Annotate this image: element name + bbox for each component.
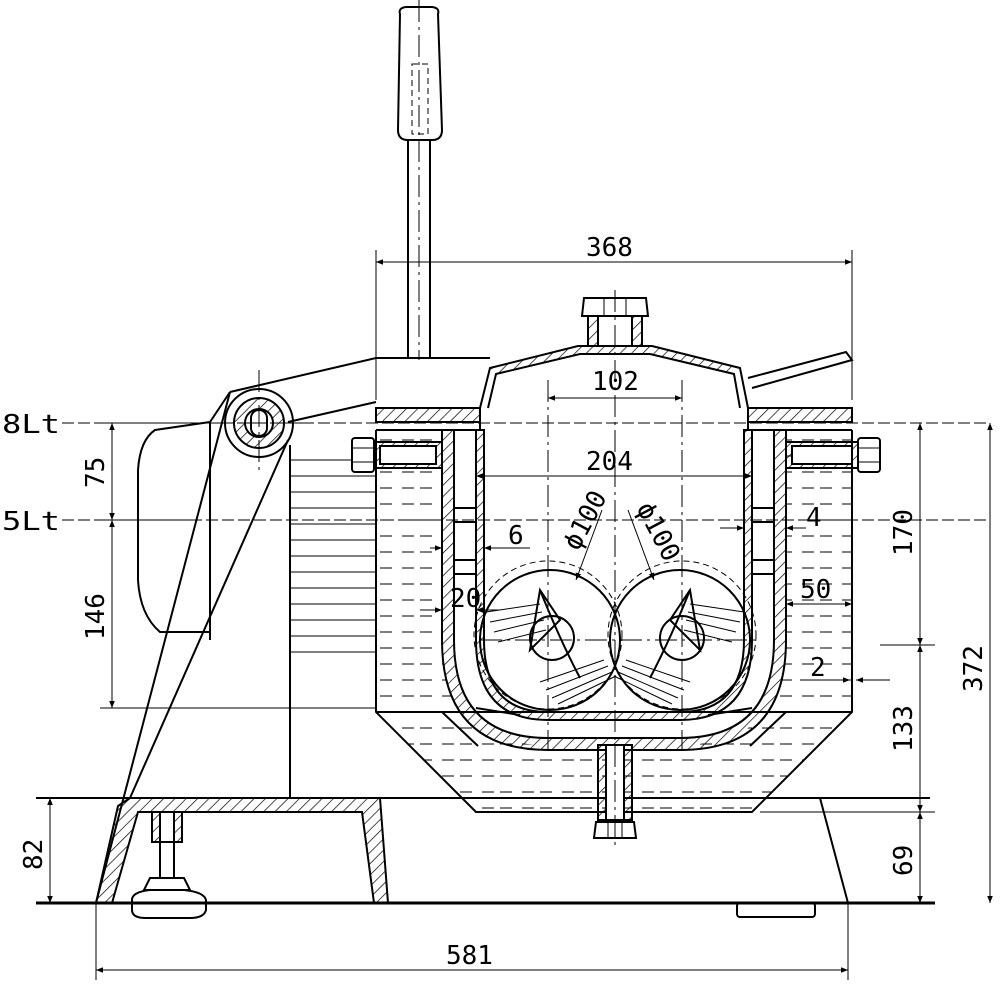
dim-2: 2 [810,653,826,683]
level-label-8lt: 8Lt [2,410,60,440]
level-5lt: 5Lt [2,507,990,537]
mixing-drum-right [607,560,757,711]
dim-146: 146 [81,593,111,640]
dim-372: 372 [959,645,989,692]
inner-bowl [441,408,787,751]
cooling-fins [290,459,376,653]
dim-133: 133 [889,705,919,752]
leveling-foot [131,811,207,919]
level-label-5lt: 5Lt [2,507,60,537]
dim-75: 75 [81,457,111,488]
side-bolt-right [785,437,881,473]
lever-handle [396,0,444,360]
motor-housing [137,421,376,798]
dim-6: 6 [508,521,524,551]
outlet-pipe [747,350,854,389]
dim-102: 102 [592,367,639,397]
dim-4: 4 [806,503,822,533]
dim-50: 50 [800,575,831,605]
dim-581: 581 [446,941,493,971]
level-8lt: 8Lt [2,410,990,440]
dim-170: 170 [889,509,919,556]
dim-20: 20 [450,584,481,614]
mixing-drum-left [473,560,623,711]
dim-368: 368 [586,233,633,263]
dim-dia-left: ϕ100 [558,486,614,555]
bowl-ribs [441,507,787,747]
side-bolt-left [351,437,443,473]
dim-82: 82 [19,839,49,870]
rubber-foot-right [736,902,816,918]
dim-dia-right: ϕ100 [630,497,686,566]
dim-69: 69 [889,845,919,876]
dim-204: 204 [586,447,633,477]
